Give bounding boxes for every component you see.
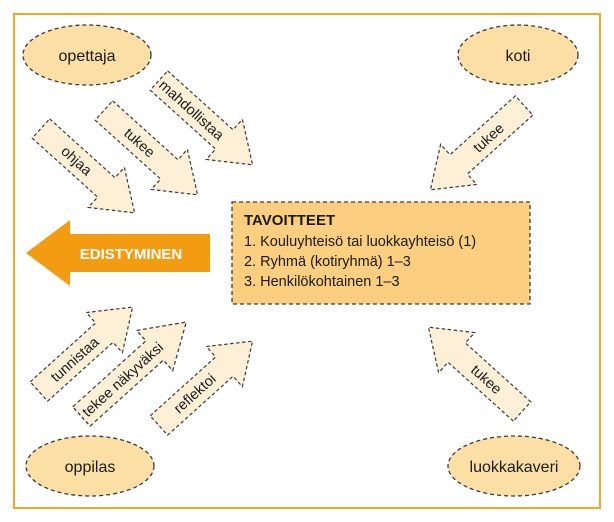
node-oppilas: oppilas xyxy=(25,435,155,497)
main-arrow-edistyminen: EDISTYMINEN xyxy=(26,220,210,286)
arrow-tukee-luokkakaveri: tukee xyxy=(409,306,541,433)
node-koti-label: koti xyxy=(506,48,531,65)
arrow-tukee-koti: tukee xyxy=(411,84,543,211)
node-opettaja: opettaja xyxy=(22,24,152,86)
goal-item-3: 3. Henkilökohtainen 1–3 xyxy=(244,274,400,290)
goals-title: TAVOITTEET xyxy=(244,212,335,229)
node-opettaja-label: opettaja xyxy=(59,48,116,65)
main-arrow-label: EDISTYMINEN xyxy=(80,246,183,263)
arrow-tunnistaa: tunnistaa xyxy=(20,286,152,413)
outer-frame xyxy=(13,13,601,509)
node-koti: koti xyxy=(457,24,579,86)
goal-item-1: 1. Kouluyhteisö tai luokkayhteisö (1) xyxy=(244,234,476,250)
node-oppilas-label: oppilas xyxy=(65,459,116,476)
goal-item-2: 2. Ryhmä (kotiryhmä) 1–3 xyxy=(244,254,411,270)
node-luokkakaveri: luokkakaveri xyxy=(447,435,581,497)
goals-box: TAVOITTEET 1. Kouluyhteisö tai luokkayht… xyxy=(231,201,531,305)
node-luokkakaveri-label: luokkakaveri xyxy=(470,459,559,476)
arrow-mahdollistaa-label: mahdollistaa xyxy=(155,78,227,145)
